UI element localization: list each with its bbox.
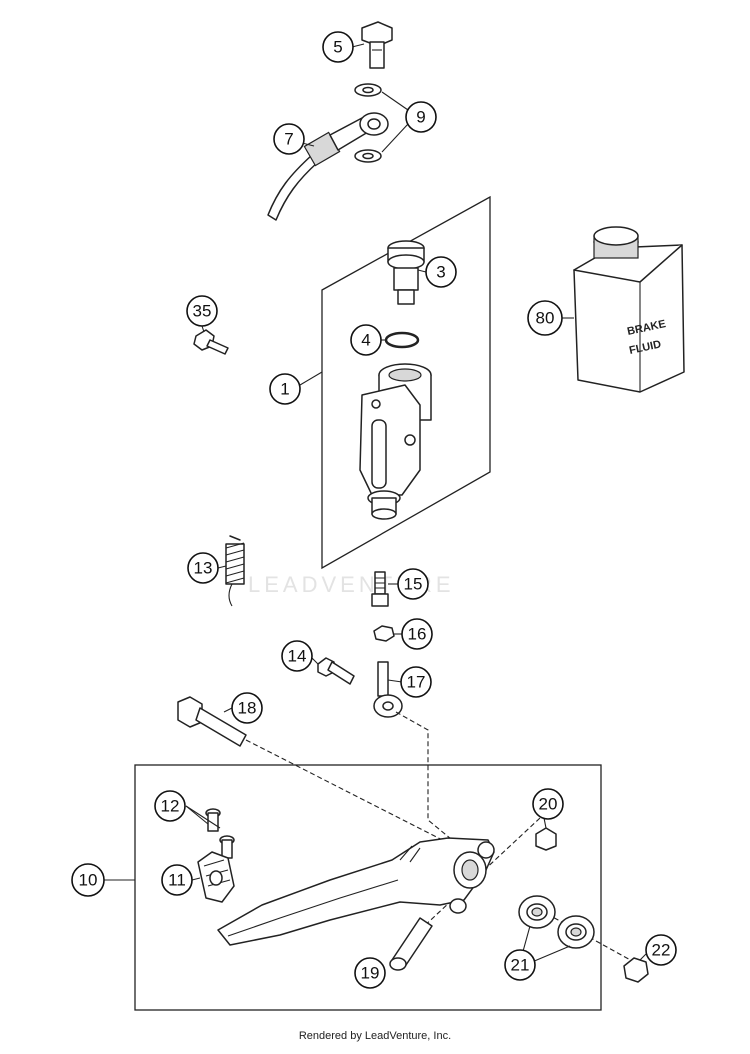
callout-3: 3 (425, 256, 457, 288)
callout-35: 35 (186, 295, 218, 327)
callout-17: 17 (400, 666, 432, 698)
callout-13: 13 (187, 552, 219, 584)
svg-text:14: 14 (288, 647, 307, 666)
callout-10: 10 (71, 863, 105, 897)
step-bolts[interactable] (205, 808, 235, 859)
svg-text:19: 19 (361, 964, 380, 983)
callout-22: 22 (645, 934, 677, 966)
svg-text:20: 20 (539, 795, 558, 814)
leader-lines (104, 43, 647, 963)
callout-9: 9 (405, 101, 437, 133)
assembly-line-nut (539, 909, 635, 963)
callout-18: 18 (231, 692, 263, 724)
push-rod-adjuster[interactable] (371, 571, 389, 607)
svg-text:80: 80 (536, 309, 555, 328)
svg-text:12: 12 (161, 797, 180, 816)
brake-hose[interactable] (267, 112, 389, 221)
brake-lever[interactable] (217, 837, 495, 946)
end-nut[interactable] (623, 957, 649, 983)
footer-credit: Rendered by LeadVenture, Inc. (298, 1030, 452, 1042)
callout-80: 80 (527, 300, 563, 336)
svg-text:13: 13 (194, 559, 213, 578)
lever-nut[interactable] (535, 827, 557, 851)
clevis[interactable] (373, 661, 403, 718)
reservoir-fitting[interactable] (387, 240, 425, 305)
svg-text:18: 18 (238, 699, 257, 718)
return-spring[interactable] (225, 535, 245, 607)
callout-14: 14 (281, 640, 313, 672)
callout-12: 12 (154, 790, 186, 822)
assembly-line-pivot (245, 739, 463, 851)
pivot-bolt[interactable] (177, 696, 247, 747)
brake-lever-frame (134, 764, 602, 1011)
master-cylinder-frame (321, 195, 491, 570)
bolt[interactable] (317, 657, 355, 685)
sealing-washers[interactable] (354, 83, 382, 163)
svg-text:16: 16 (408, 625, 427, 644)
svg-text:3: 3 (436, 263, 445, 282)
callout-15: 15 (397, 568, 429, 600)
svg-text:11: 11 (168, 871, 186, 890)
svg-text:10: 10 (79, 871, 98, 890)
hex-nut[interactable] (373, 625, 395, 642)
callout-1: 1 (269, 373, 301, 405)
master-cylinder-body[interactable] (359, 363, 432, 520)
callout-7: 7 (273, 123, 305, 155)
svg-text:1: 1 (280, 380, 289, 399)
svg-text:21: 21 (511, 956, 530, 975)
svg-text:15: 15 (404, 575, 423, 594)
callout-19: 19 (354, 957, 386, 989)
lever-bolt[interactable] (389, 917, 433, 971)
o-ring[interactable] (384, 331, 420, 349)
screw[interactable] (193, 329, 229, 355)
svg-text:5: 5 (333, 38, 342, 57)
svg-text:9: 9 (416, 108, 425, 127)
callout-11: 11 (161, 864, 193, 896)
svg-text:22: 22 (652, 941, 671, 960)
assembly-line-clevis (395, 711, 463, 849)
brake-fluid-bottle[interactable]: BRAKE FLUID (573, 226, 685, 393)
bearings[interactable] (518, 895, 595, 949)
banjo-bolt[interactable] (361, 21, 393, 69)
callout-21: 21 (504, 949, 536, 981)
callout-20: 20 (532, 788, 564, 820)
callout-4: 4 (350, 324, 382, 356)
callout-16: 16 (401, 618, 433, 650)
svg-text:7: 7 (284, 130, 293, 149)
svg-text:35: 35 (193, 302, 212, 321)
callout-5: 5 (322, 31, 354, 63)
brake-step[interactable] (197, 851, 235, 903)
svg-text:4: 4 (361, 331, 370, 350)
svg-text:17: 17 (407, 673, 426, 692)
